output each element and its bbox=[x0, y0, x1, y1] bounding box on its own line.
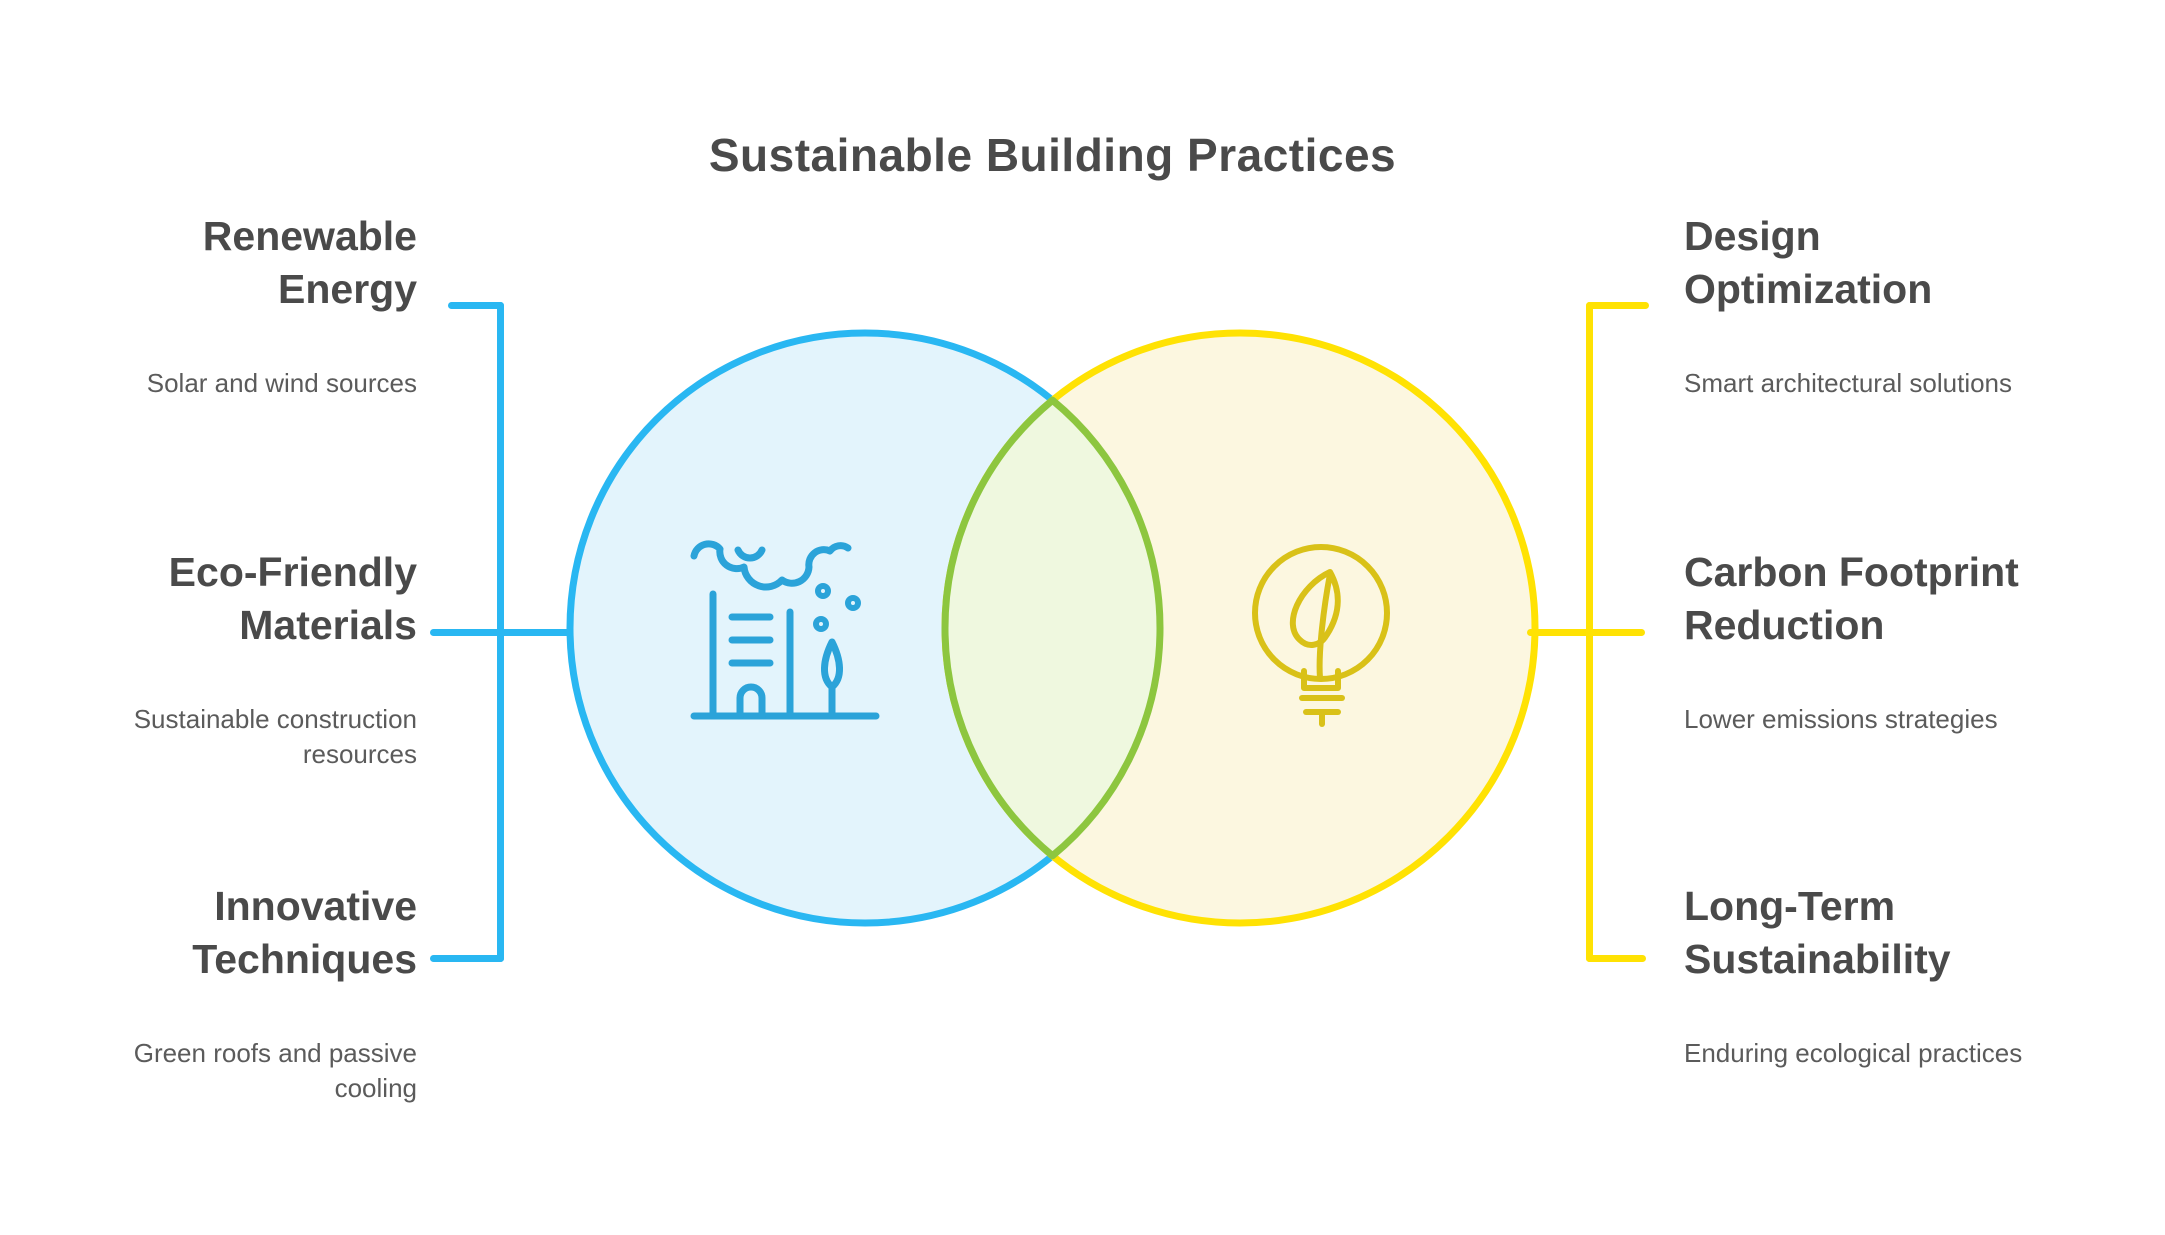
item-heading: Design Optimization bbox=[1684, 213, 1933, 312]
label-design-optimization: Design Optimization Smart architectural … bbox=[1684, 210, 2012, 401]
right-bracket-top-line bbox=[1586, 302, 1649, 309]
left-bracket-bottom-line bbox=[430, 955, 504, 962]
label-innovative-techniques: Innovative Techniques Green roofs and pa… bbox=[134, 880, 417, 1106]
overlap-lens bbox=[941, 396, 1164, 860]
label-carbon-footprint-reduction: Carbon Footprint Reduction Lower emissio… bbox=[1684, 546, 2019, 737]
item-description: Enduring ecological practices bbox=[1684, 1038, 2023, 1068]
label-long-term-sustainability: Long-Term Sustainability Enduring ecolog… bbox=[1684, 880, 2022, 1071]
item-heading: Long-Term Sustainability bbox=[1684, 883, 1951, 982]
label-renewable-energy: Renewable Energy Solar and wind sources bbox=[147, 210, 417, 401]
item-description: Green roofs and passive cooling bbox=[133, 1038, 417, 1103]
item-heading: Carbon Footprint Reduction bbox=[1684, 549, 2019, 648]
item-description: Solar and wind sources bbox=[146, 368, 417, 398]
right-bracket-middle-line bbox=[1527, 629, 1645, 636]
right-bracket-bottom-line bbox=[1586, 955, 1646, 962]
item-description: Smart architectural solutions bbox=[1684, 368, 2013, 398]
label-eco-friendly-materials: Eco-Friendly Materials Sustainable const… bbox=[134, 546, 417, 772]
item-heading: Eco-Friendly Materials bbox=[168, 549, 417, 648]
item-description: Lower emissions strategies bbox=[1684, 704, 1998, 734]
left-bracket-middle-line bbox=[430, 629, 572, 636]
eco-building-icon bbox=[690, 540, 880, 720]
item-description: Sustainable construction resources bbox=[133, 704, 417, 769]
item-heading: Renewable Energy bbox=[202, 213, 417, 312]
left-bracket-top-line bbox=[448, 302, 504, 309]
leaf-lightbulb-icon bbox=[1252, 544, 1390, 727]
item-heading: Innovative Techniques bbox=[192, 883, 417, 982]
page-title: Sustainable Building Practices bbox=[708, 129, 1397, 181]
